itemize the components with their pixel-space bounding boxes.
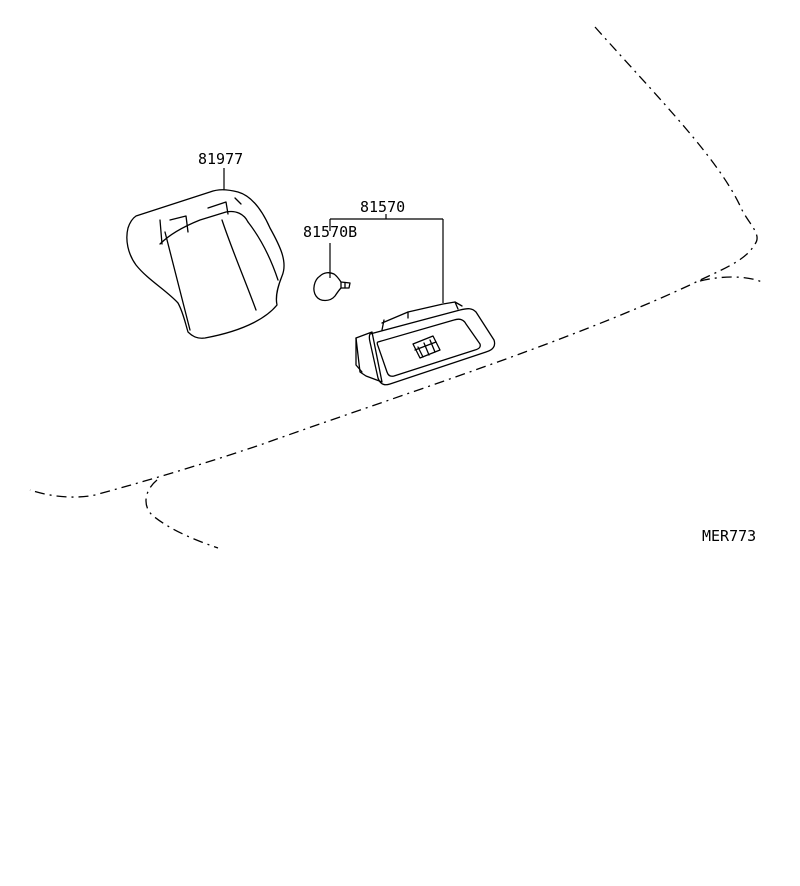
part-label-81570: 81570 <box>360 198 405 216</box>
reflector-cover-part <box>126 189 285 339</box>
drawing-reference-code: MER773 <box>702 527 756 545</box>
leader-lines <box>223 168 444 303</box>
part-label-81977: 81977 <box>198 150 243 168</box>
bulb-part <box>313 272 351 302</box>
part-label-81570b: 81570B <box>303 223 357 241</box>
rear-window-outline <box>29 26 763 549</box>
stop-lamp-assy-part <box>355 301 496 386</box>
